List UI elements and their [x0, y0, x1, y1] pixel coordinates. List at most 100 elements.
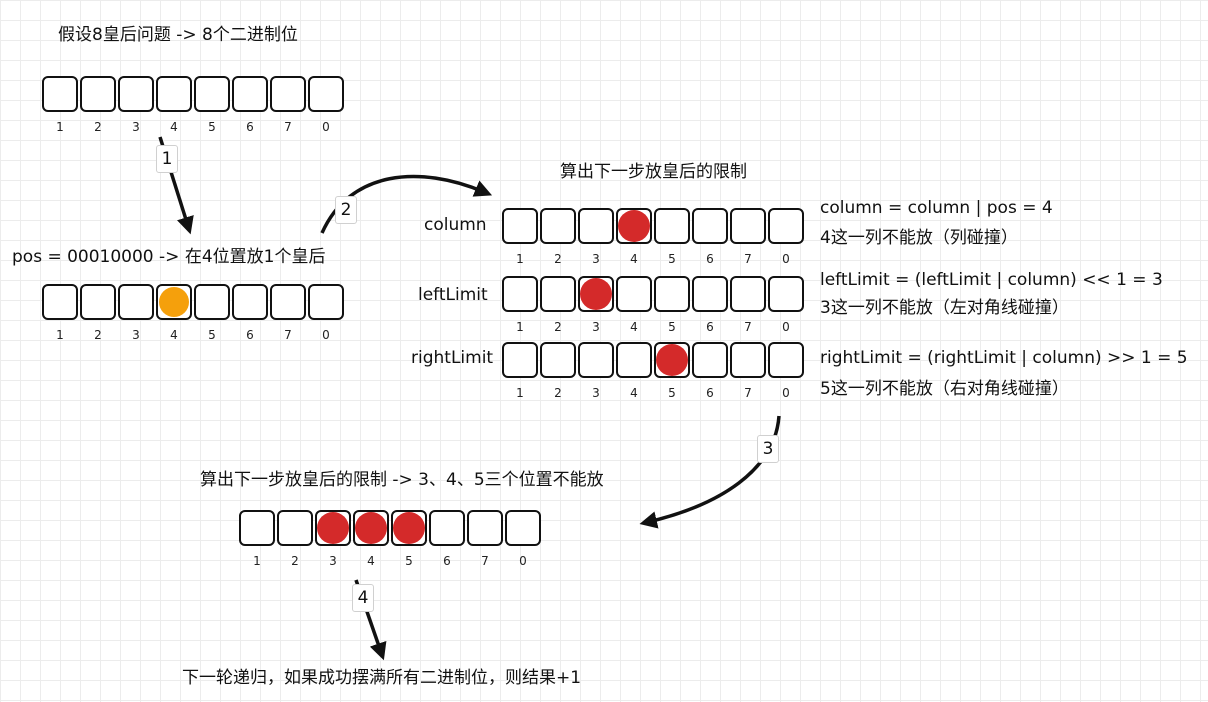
bit-cell — [118, 76, 154, 112]
label-left-limit: leftLimit — [418, 285, 488, 305]
bit-cell — [540, 342, 576, 378]
bit-label: 1 — [56, 328, 64, 342]
bit-label: 6 — [706, 320, 714, 334]
step-badge-1: 1 — [156, 145, 178, 173]
left-limit-formula: leftLimit = (leftLimit | column) << 1 = … — [820, 270, 1163, 290]
bit-cell — [429, 510, 465, 546]
bit-cell — [505, 510, 541, 546]
label-right-limit: rightLimit — [411, 348, 494, 368]
bit-label: 7 — [744, 386, 752, 400]
bit-label: 5 — [668, 386, 676, 400]
bit-label: 4 — [170, 120, 178, 134]
bit-label: 4 — [630, 252, 638, 266]
bit-cell — [768, 208, 804, 244]
bit-label: 5 — [668, 320, 676, 334]
bottom-line: 下一轮递归，如果成功摆满所有二进制位，则结果+1 — [182, 668, 582, 688]
bit-cell — [194, 284, 230, 320]
step-badge-3: 3 — [757, 435, 779, 463]
bit-label: 1 — [516, 320, 524, 334]
bit-cell — [692, 208, 728, 244]
bit-label: 0 — [322, 120, 330, 134]
bit-label: 7 — [744, 252, 752, 266]
bit-cell — [42, 76, 78, 112]
pos-line: pos = 00010000 -> 在4位置放1个皇后 — [12, 247, 326, 267]
right-limit-note: 5这一列不能放（右对角线碰撞） — [820, 379, 1069, 399]
bit-label: 7 — [744, 320, 752, 334]
bit-cell — [540, 208, 576, 244]
bit-cell — [540, 276, 576, 312]
bit-cell — [654, 276, 690, 312]
bit-label: 6 — [246, 120, 254, 134]
bit-label: 2 — [554, 320, 562, 334]
bit-label: 2 — [554, 252, 562, 266]
bit-cell — [308, 284, 344, 320]
bit-cell — [730, 342, 766, 378]
left-limit-note: 3这一列不能放（左对角线碰撞） — [820, 298, 1069, 318]
bit-label: 7 — [284, 120, 292, 134]
bit-label: 4 — [630, 320, 638, 334]
bit-label: 2 — [554, 386, 562, 400]
bit-label: 4 — [630, 386, 638, 400]
bit-label: 6 — [246, 328, 254, 342]
blocked-marker — [355, 512, 387, 544]
label-column: column — [424, 215, 487, 235]
bit-cell — [232, 284, 268, 320]
bit-cell — [118, 284, 154, 320]
bit-label: 5 — [668, 252, 676, 266]
arrow-step-2 — [320, 174, 493, 234]
bit-label: 7 — [481, 554, 489, 568]
bit-label: 6 — [706, 386, 714, 400]
step-badge-2: 2 — [335, 196, 357, 224]
queen-marker — [159, 287, 189, 317]
bit-cell — [502, 208, 538, 244]
bit-cell — [616, 276, 652, 312]
bit-cell — [502, 342, 538, 378]
bit-cell — [502, 276, 538, 312]
bit-label: 1 — [56, 120, 64, 134]
bit-label: 0 — [519, 554, 527, 568]
bit-cell — [692, 342, 728, 378]
right-limit-formula: rightLimit = (rightLimit | column) >> 1 … — [820, 348, 1188, 368]
bit-label: 3 — [592, 320, 600, 334]
blocked-marker — [317, 512, 349, 544]
bit-label: 6 — [443, 554, 451, 568]
result-title: 算出下一步放皇后的限制 -> 3、4、5三个位置不能放 — [200, 470, 604, 490]
bit-label: 3 — [132, 328, 140, 342]
bit-label: 6 — [706, 252, 714, 266]
bit-label: 4 — [367, 554, 375, 568]
bit-cell — [768, 276, 804, 312]
bit-label: 1 — [516, 386, 524, 400]
bit-label: 0 — [322, 328, 330, 342]
blocked-marker — [580, 278, 612, 310]
limit-title: 算出下一步放皇后的限制 — [560, 162, 747, 182]
bit-label: 4 — [170, 328, 178, 342]
bit-cell — [467, 510, 503, 546]
bit-label: 2 — [94, 120, 102, 134]
bit-label: 3 — [329, 554, 337, 568]
blocked-marker — [393, 512, 425, 544]
bit-cell — [654, 208, 690, 244]
bit-cell — [277, 510, 313, 546]
bit-label: 0 — [782, 386, 790, 400]
bit-label: 5 — [208, 328, 216, 342]
bit-label: 0 — [782, 320, 790, 334]
bit-label: 1 — [516, 252, 524, 266]
bit-cell — [156, 76, 192, 112]
bit-label: 7 — [284, 328, 292, 342]
blocked-marker — [656, 344, 688, 376]
bit-cell — [80, 76, 116, 112]
bit-cell — [730, 276, 766, 312]
bit-cell — [578, 208, 614, 244]
bit-cell — [616, 342, 652, 378]
bit-cell — [80, 284, 116, 320]
bit-cell — [730, 208, 766, 244]
bit-label: 3 — [592, 386, 600, 400]
bit-label: 1 — [253, 554, 261, 568]
bit-cell — [768, 342, 804, 378]
bit-cell — [270, 284, 306, 320]
column-formula: column = column | pos = 4 — [820, 198, 1053, 218]
bit-label: 2 — [291, 554, 299, 568]
bit-cell — [42, 284, 78, 320]
bit-label: 5 — [405, 554, 413, 568]
bit-label: 5 — [208, 120, 216, 134]
